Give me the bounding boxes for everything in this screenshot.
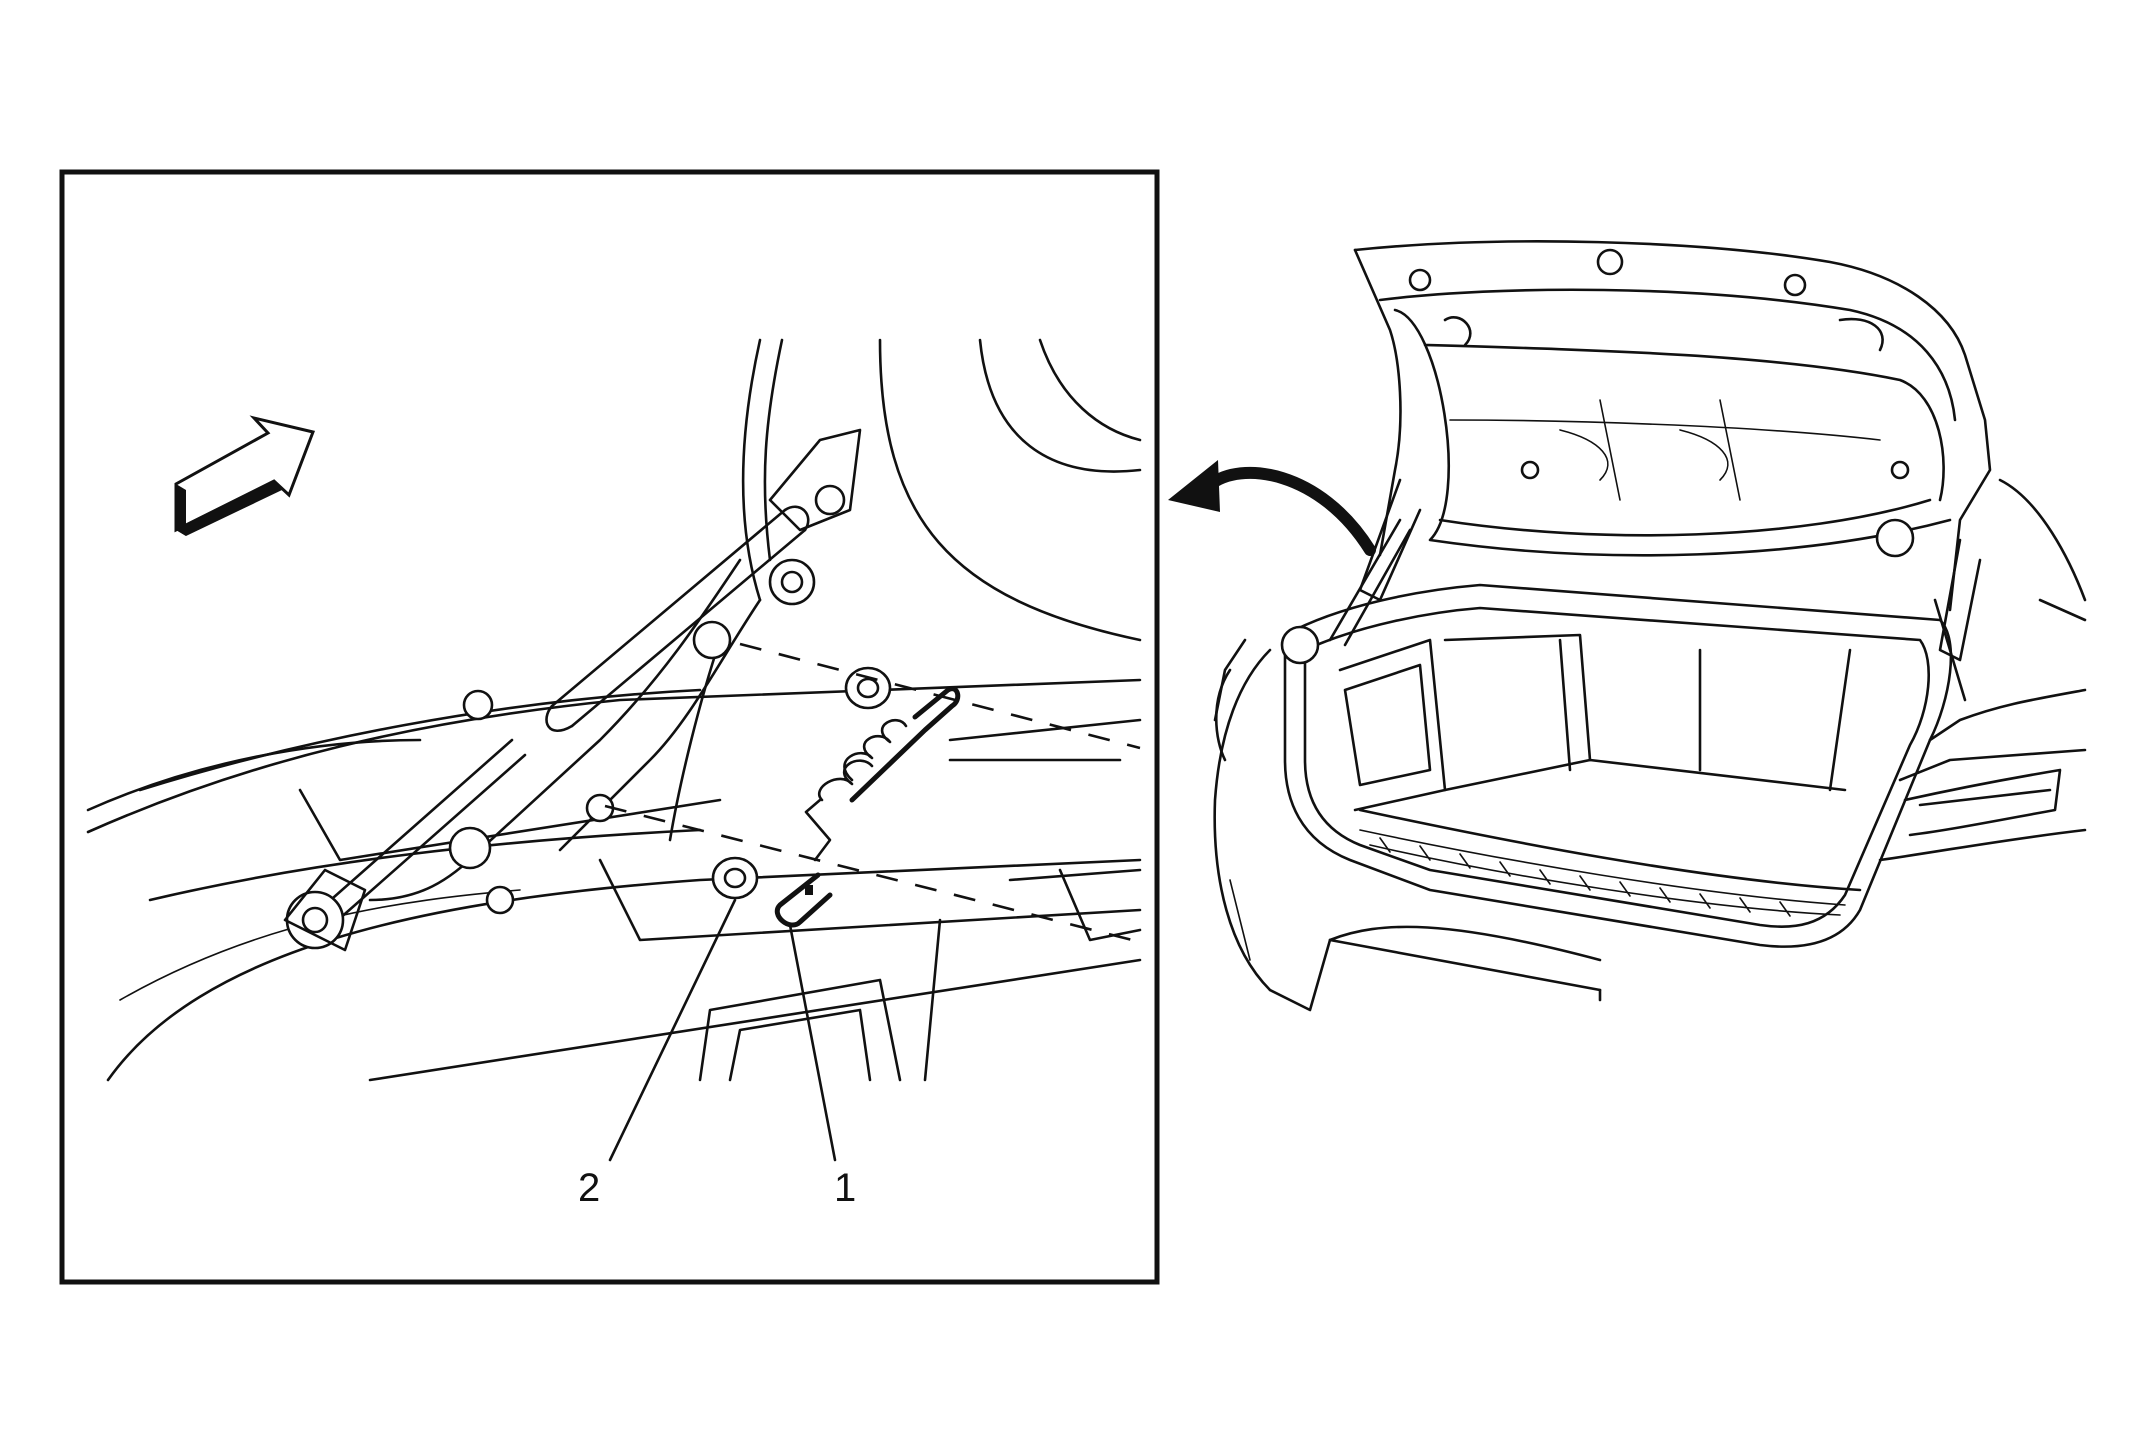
bushing-upper [844, 666, 892, 710]
trunk-body-panel [86, 338, 1142, 1082]
detail-frame [59, 169, 1160, 1285]
gas-strut [283, 505, 810, 952]
forward-arrow-icon [174, 415, 316, 536]
vehicle-overview [1213, 240, 2087, 1012]
bushing-lower [711, 856, 759, 900]
leader-lines [608, 898, 837, 1162]
hinge-assembly [368, 428, 862, 915]
curved-arrow-icon [1168, 460, 1376, 556]
torsion-spring [775, 686, 961, 928]
callout-1: 1 [834, 1166, 857, 1210]
callout-2: 2 [578, 1166, 601, 1210]
